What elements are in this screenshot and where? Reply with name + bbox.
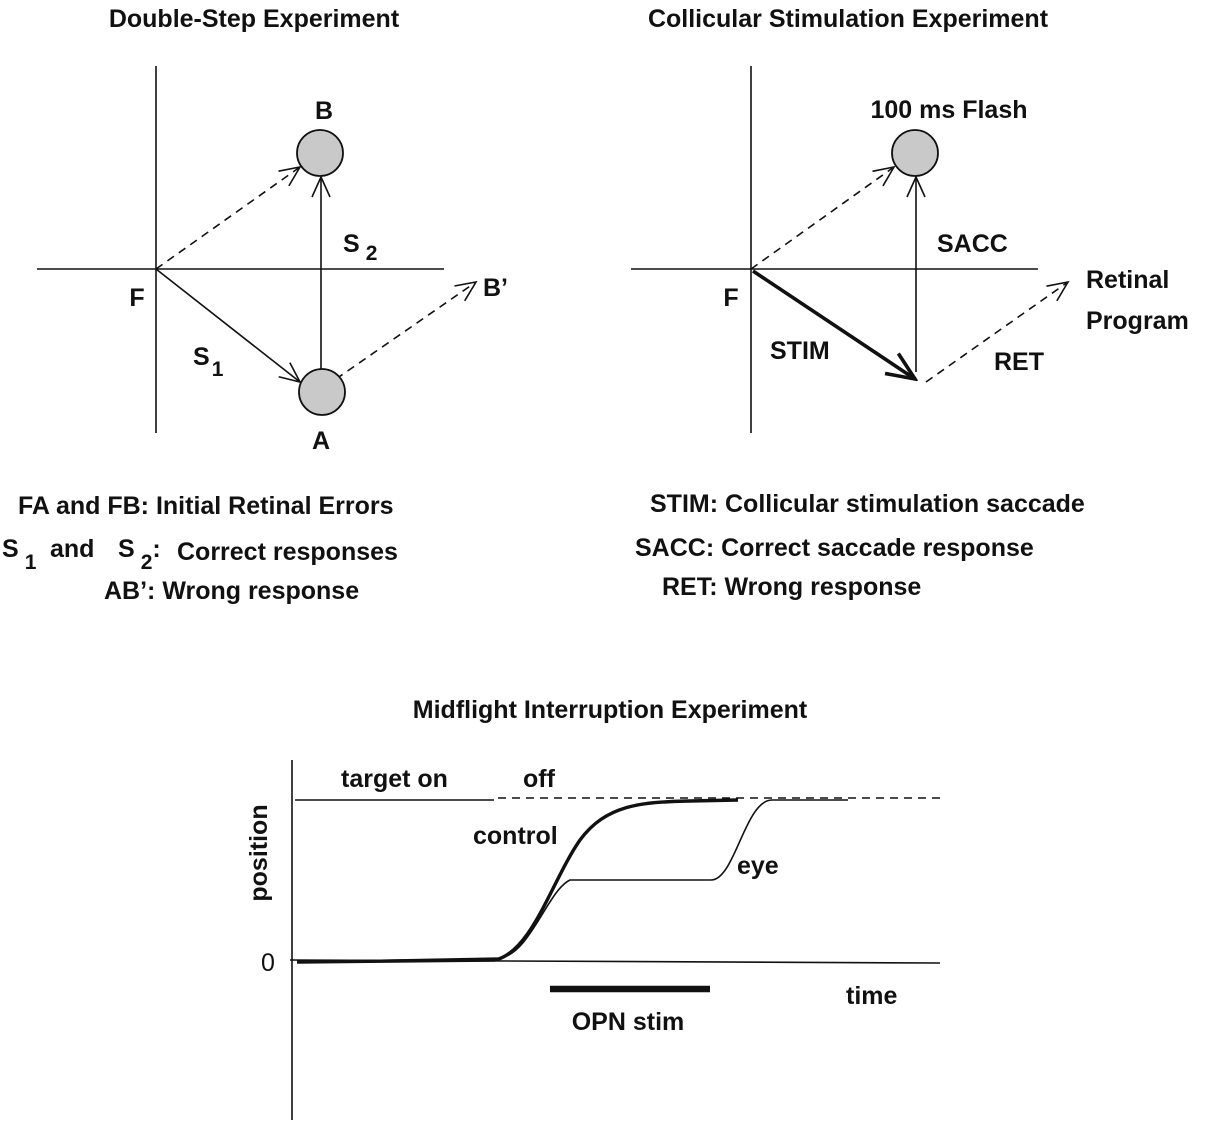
collicular-caption-3: RET: Wrong response: [662, 573, 921, 601]
dashed-arrow-flash: [750, 165, 896, 270]
label-opn-stim: OPN stim: [572, 1008, 685, 1036]
label-position: position: [245, 804, 273, 901]
arrow-stim: [752, 269, 915, 379]
label-flash: 100 ms Flash: [870, 96, 1027, 124]
label-s1: S1: [193, 343, 224, 381]
label-stim: STIM: [770, 337, 830, 365]
label-target-on: target on: [341, 765, 448, 793]
dashed-arrow-ret: [925, 280, 1070, 383]
midflight-panel: Midflight Interruption Experiment target…: [245, 696, 942, 1120]
label-retinal: Retinal: [1086, 266, 1169, 294]
collicular-title: Collicular Stimulation Experiment: [648, 5, 1049, 33]
target-a: [298, 368, 346, 416]
arrow-s1: [155, 268, 302, 384]
dashed-arrow-fb: [155, 165, 302, 270]
midflight-title: Midflight Interruption Experiment: [413, 696, 808, 724]
control-trace: [296, 798, 739, 964]
target-b: [296, 129, 344, 177]
target-flash: [891, 129, 939, 177]
label-b-prime: B’: [483, 274, 508, 302]
label-f2: F: [723, 284, 738, 312]
label-a: A: [312, 427, 330, 455]
double-step-caption-3: AB’: Wrong response: [104, 577, 359, 605]
collicular-panel: Collicular Stimulation Experiment 100 ms…: [631, 5, 1189, 601]
dashed-arrow-ab-prime: [335, 280, 478, 380]
label-sacc: SACC: [937, 230, 1008, 258]
label-control: control: [473, 822, 558, 850]
double-step-title: Double-Step Experiment: [109, 5, 400, 33]
label-off: off: [523, 765, 556, 793]
label-zero: 0: [261, 949, 275, 977]
label-b: B: [315, 97, 333, 125]
label-time: time: [846, 982, 898, 1010]
label-ret: RET: [994, 348, 1044, 376]
label-f: F: [129, 284, 144, 312]
eye-trace: [296, 799, 848, 963]
collicular-caption-2: SACC: Correct saccade response: [635, 534, 1034, 562]
double-step-caption-1: FA and FB: Initial Retinal Errors: [18, 492, 394, 520]
collicular-caption-1: STIM: Collicular stimulation saccade: [650, 490, 1085, 518]
label-eye: eye: [737, 852, 779, 880]
label-program: Program: [1086, 307, 1189, 335]
